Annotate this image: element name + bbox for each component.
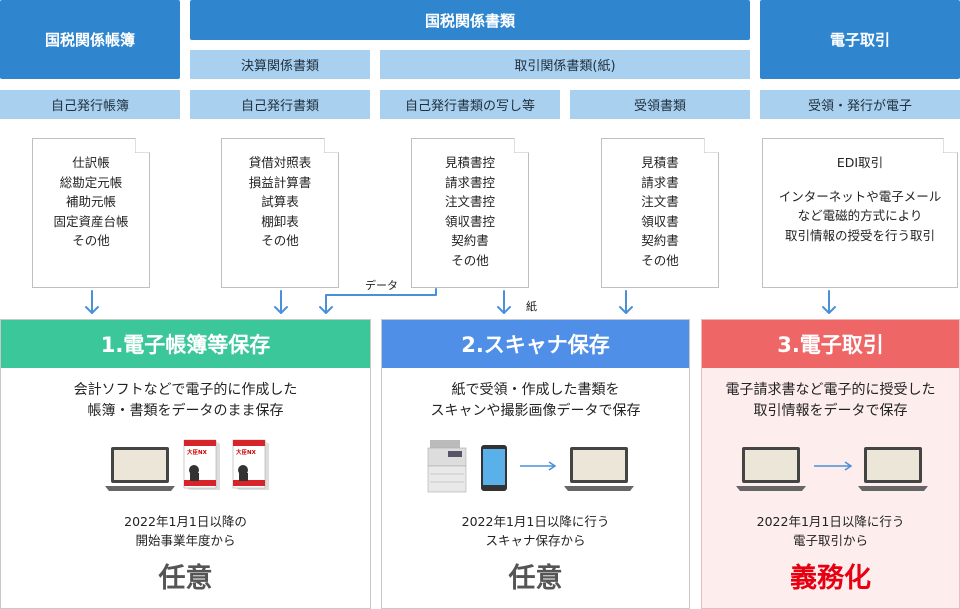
- desc-line: 取引情報をデータで保存: [753, 403, 908, 419]
- tablet-icon: [481, 445, 507, 491]
- desc-line: 帳簿・書類をデータのまま保存: [87, 403, 284, 419]
- laptop-icon: [105, 447, 175, 491]
- doc-line: その他: [72, 233, 110, 248]
- doc-line: など電磁的方式により: [797, 208, 923, 223]
- doc-card-received: 見積書 請求書 注文書 領収書 契約書 その他: [601, 138, 719, 288]
- page-fold-icon: [943, 138, 958, 153]
- doc-line: EDI取引: [836, 155, 884, 170]
- panel-date: 2022年1月1日以降の 開始事業年度から: [1, 512, 370, 550]
- row-settlement: 自己発行書類: [190, 90, 370, 119]
- doc-line: 注文書: [641, 194, 679, 209]
- panel-date: 2022年1月1日以降に行う スキャナ保存から: [382, 512, 689, 550]
- page-fold-icon: [704, 138, 719, 153]
- doc-line: その他: [641, 252, 679, 268]
- page-fold-icon: [324, 138, 339, 153]
- panel-electronic-transactions: 3.電子取引 電子請求書など電子的に授受した 取引情報をデータで保存 2022年…: [701, 319, 960, 609]
- doc-line: 補助元帳: [65, 194, 116, 209]
- software-box-icon: 大臣NX: [183, 439, 220, 490]
- doc-line: 契約書: [641, 233, 679, 248]
- header-edi: 電子取引: [760, 0, 960, 79]
- panel-title: 3.電子取引: [702, 320, 959, 368]
- doc-line: 請求書: [641, 174, 679, 190]
- connector-arrows: [85, 288, 836, 314]
- doc-card-settlement: 貸借対照表 損益計算書 試算表 棚卸表 その他: [221, 138, 339, 288]
- doc-line: 注文書控: [444, 194, 495, 209]
- doc-line: 試算表: [261, 194, 299, 209]
- arrow-down-icon: [822, 290, 836, 314]
- doc-line: [763, 173, 957, 187]
- arrow-bent-icon: [319, 288, 437, 314]
- panel-verdict: 任意: [158, 563, 213, 594]
- page-fold-icon: [135, 138, 150, 153]
- panel-verdict: 任意: [508, 563, 563, 594]
- label-data: データ: [365, 279, 398, 292]
- doc-card-edi: EDI取引 インターネットや電子メール など電磁的方式により 取引情報の授受を行…: [762, 138, 958, 288]
- doc-line: 請求書控: [444, 174, 495, 190]
- row-received: 受領書類: [570, 90, 750, 119]
- arrow-down-icon: [497, 290, 511, 314]
- software-box-icon: 大臣NX: [232, 439, 269, 490]
- doc-line: 総勘定元帳: [59, 174, 123, 190]
- copier-icon: [427, 440, 467, 493]
- desc-line: 電子請求書など電子的に授受した: [725, 382, 936, 398]
- panel-desc: 電子請求書など電子的に授受した 取引情報をデータで保存: [702, 380, 959, 422]
- software-box-label: 大臣NX: [236, 448, 257, 456]
- desc-line: 紙で受領・作成した書類を: [451, 382, 620, 398]
- desc-line: スキャンや撮影画像データで保存: [430, 403, 641, 419]
- panel-date: 2022年1月1日以降に行う 電子取引から: [702, 512, 959, 550]
- doc-line: 貸借対照表: [248, 155, 312, 170]
- header-ledger: 国税関係帳簿: [0, 0, 180, 79]
- doc-line: 領収書控: [444, 213, 495, 229]
- panel-desc: 紙で受領・作成した書類を スキャンや撮影画像データで保存: [382, 380, 689, 422]
- laptop-icon: [858, 447, 928, 491]
- laptop-icon: [736, 447, 806, 491]
- subheader-transaction: 取引関係書類(紙): [380, 50, 750, 79]
- row-edi: 受領・発行が電子: [760, 90, 960, 119]
- date-line: 2022年1月1日以降の: [124, 514, 247, 529]
- doc-line: その他: [451, 252, 489, 268]
- header-documents: 国税関係書類: [190, 0, 750, 40]
- doc-line: 契約書: [451, 233, 489, 248]
- row-ledger: 自己発行帳簿: [0, 90, 180, 119]
- doc-line: 取引情報の授受を行う取引: [784, 227, 935, 243]
- date-line: 開始事業年度から: [135, 533, 236, 548]
- doc-card-ledger: 仕訳帳 総勘定元帳 補助元帳 固定資産台帳 その他: [32, 138, 150, 288]
- panel-electronic-books: 1.電子帳簿等保存 会計ソフトなどで電子的に作成した 帳簿・書類をデータのまま保…: [0, 319, 371, 609]
- software-box-label: 大臣NX: [187, 448, 208, 456]
- doc-line: 仕訳帳: [72, 155, 110, 170]
- arrow-right-icon: [814, 461, 853, 471]
- arrow-down-icon: [274, 290, 288, 314]
- doc-line: 見積書: [641, 155, 679, 170]
- panel-title: 1.電子帳簿等保存: [1, 320, 370, 368]
- arrow-down-icon: [619, 290, 633, 314]
- doc-line: 固定資産台帳: [53, 213, 129, 229]
- date-line: 2022年1月1日以降に行う: [756, 514, 905, 529]
- panel-desc: 会計ソフトなどで電子的に作成した 帳簿・書類をデータのまま保存: [1, 380, 370, 422]
- panel-scanner: 2.スキャナ保存 紙で受領・作成した書類を スキャンや撮影画像データで保存 20…: [381, 319, 690, 609]
- page-fold-icon: [514, 138, 529, 153]
- panel-title: 2.スキャナ保存: [382, 320, 689, 368]
- doc-card-copies: 見積書控 請求書控 注文書控 領収書控 契約書 その他: [411, 138, 529, 288]
- doc-line: 見積書控: [444, 155, 495, 170]
- date-line: 2022年1月1日以降に行う: [461, 514, 610, 529]
- subheader-settlement: 決算関係書類: [190, 50, 370, 79]
- arrow-right-icon: [520, 461, 557, 471]
- doc-line: 損益計算書: [248, 174, 312, 190]
- date-line: スキャナ保存から: [485, 533, 586, 548]
- doc-line: その他: [261, 233, 299, 248]
- doc-line: 棚卸表: [261, 213, 299, 229]
- doc-line: 領収書: [641, 213, 679, 229]
- date-line: 電子取引から: [792, 533, 868, 548]
- doc-line: インターネットや電子メール: [778, 188, 942, 204]
- row-copies: 自己発行書類の写し等: [380, 90, 560, 119]
- label-paper: 紙: [526, 300, 537, 313]
- laptop-icon: [564, 447, 634, 491]
- arrow-down-icon: [85, 290, 99, 314]
- desc-line: 会計ソフトなどで電子的に作成した: [73, 382, 298, 398]
- panel-verdict: 義務化: [790, 563, 871, 594]
